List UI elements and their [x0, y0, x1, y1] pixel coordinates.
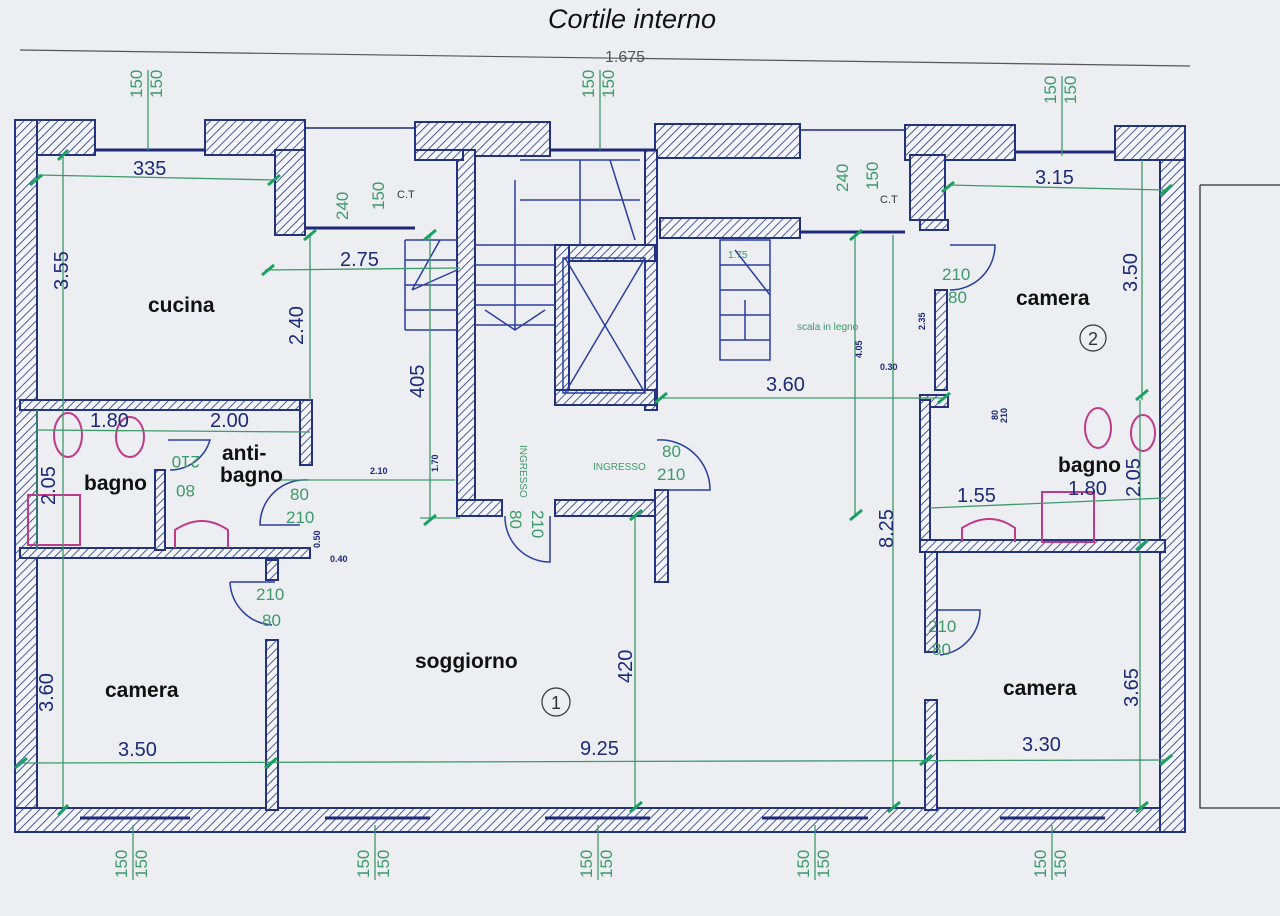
dim: 150	[863, 162, 882, 190]
dim: 3.15	[1035, 167, 1074, 189]
staircase	[404, 159, 771, 394]
dim: 1.55	[957, 485, 996, 507]
room-antibagno-line2: bagno	[220, 464, 283, 487]
dimension-lines	[14, 148, 1173, 817]
room-bagno-left: bagno	[84, 472, 147, 495]
walls	[14, 119, 1186, 833]
window-dim: 150	[354, 850, 373, 878]
label-ct-right: C.T	[880, 194, 898, 206]
room-antibagno-line1: anti-	[222, 442, 266, 465]
door-height: 210	[999, 408, 1009, 423]
room-camera-right-bottom: camera	[1003, 677, 1077, 700]
dim: 1.80	[90, 410, 129, 432]
window-dim: 150	[1031, 850, 1050, 878]
door-width: 80	[176, 481, 195, 500]
dim: 3.65	[1121, 668, 1143, 707]
window-dim: 150	[1041, 76, 1060, 104]
dimension-labels: 335 3.55 2.40 2.75 405 1.80 2.00 2.05 2.…	[36, 158, 1145, 761]
dim: 2.75	[340, 249, 379, 271]
dim: 2.00	[210, 410, 249, 432]
dim: 2.35	[917, 312, 927, 330]
room-labels: cucina bagno anti- bagno soggiorno camer…	[84, 189, 1121, 717]
dim: 240	[333, 192, 352, 220]
dim: 2.40	[286, 306, 308, 345]
dim: 3.60	[36, 673, 58, 712]
dim: 405	[407, 365, 429, 398]
plan-title: Cortile interno	[548, 4, 716, 34]
window-dim: 150	[1061, 76, 1080, 104]
door-width: 80	[290, 485, 309, 504]
door-height: 210	[286, 508, 314, 527]
window-dim: 150	[132, 850, 151, 878]
dim: 0.30	[880, 362, 898, 372]
dim: 3.60	[766, 374, 805, 396]
dim: 1.70	[430, 454, 440, 472]
window-dim: 150	[794, 850, 813, 878]
dim: 8.25	[876, 509, 898, 548]
window-dim: 150	[112, 850, 131, 878]
windows	[80, 127, 1115, 820]
room-cucina: cucina	[148, 294, 215, 317]
door-width: 80	[662, 442, 681, 461]
dim: 9.25	[580, 738, 619, 760]
room-camera-left: camera	[105, 679, 179, 702]
window-dim: 150	[814, 850, 833, 878]
dim: 3.55	[51, 251, 73, 290]
dim: 335	[133, 158, 166, 180]
unit-number-2: 2	[1088, 329, 1098, 349]
room-camera-right-top: camera	[1016, 287, 1090, 310]
label-ingresso: INGRESSO	[593, 462, 646, 473]
sanitary-fixtures	[27, 407, 1156, 548]
dim: 0.50	[312, 530, 322, 548]
window-dim: 150	[1051, 850, 1070, 878]
dim: 2.10	[370, 466, 388, 476]
dim: 3.50	[1120, 253, 1142, 292]
unit-number-1: 1	[551, 693, 561, 713]
window-dim: 150	[127, 70, 146, 98]
room-bagno-right: bagno	[1058, 454, 1121, 477]
door-width: 80	[932, 640, 951, 659]
dim: 1.80	[1068, 478, 1107, 500]
window-dim: 150	[147, 70, 166, 98]
window-dim: 150	[599, 70, 618, 98]
label-ingresso-vertical: INGRESSO	[517, 445, 528, 498]
dim: 1.75	[728, 250, 748, 261]
door-height: 210	[928, 617, 956, 636]
overall-dimension-line: 1.675	[19, 49, 1191, 67]
door-width: 80	[506, 510, 525, 529]
door-width: 80	[262, 611, 281, 630]
room-soggiorno: soggiorno	[415, 650, 518, 673]
door-height: 210	[172, 452, 200, 471]
window-dim: 150	[579, 70, 598, 98]
dim: 3.30	[1022, 734, 1061, 756]
door-height: 210	[256, 585, 284, 604]
dim: 150	[369, 182, 388, 210]
label-ct-left: C.T	[397, 189, 415, 201]
window-dim: 150	[577, 850, 596, 878]
window-dim: 150	[597, 850, 616, 878]
dim: 240	[833, 164, 852, 192]
dim: 4.05	[854, 340, 864, 358]
door-height: 210	[528, 510, 547, 538]
door-width: 80	[948, 288, 967, 307]
overall-width: 1.675	[605, 49, 645, 66]
label-scala: scala in legno	[797, 322, 859, 333]
door-width: 80	[990, 410, 1000, 420]
dim: 3.50	[118, 739, 157, 761]
dim: 420	[615, 650, 637, 683]
dim: 2.05	[1123, 458, 1145, 497]
dim: 0.40	[330, 554, 348, 564]
door-height: 210	[942, 265, 970, 284]
adjacent-building-outline	[1199, 184, 1280, 809]
window-dim: 150	[374, 850, 393, 878]
door-labels: 210 80 80 210 210 80 80 210 210 80 210 8…	[172, 265, 1009, 659]
door-height: 210	[657, 465, 685, 484]
doors	[168, 244, 996, 656]
dim: 2.05	[38, 466, 60, 505]
